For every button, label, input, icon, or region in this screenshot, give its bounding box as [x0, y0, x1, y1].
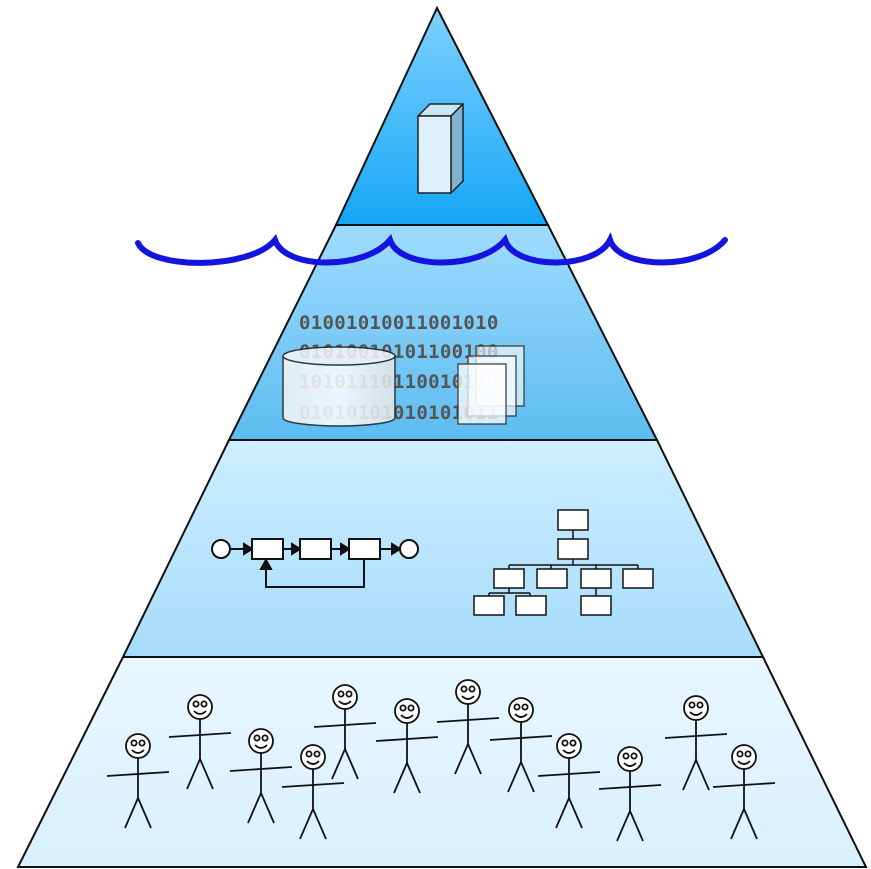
person-icon [537, 733, 601, 829]
person-icon [229, 728, 293, 824]
person-icon [664, 695, 728, 791]
waterline [135, 232, 728, 266]
server-icon [417, 103, 464, 194]
binary-row: 01001010011001010 [299, 312, 499, 334]
person-icon [712, 744, 776, 840]
person-icon [281, 744, 345, 840]
person-icon [436, 679, 500, 775]
process-flow-icon [211, 538, 419, 588]
person-icon [168, 694, 232, 790]
person-icon [598, 746, 662, 842]
org-chart-icon [473, 509, 654, 616]
documents-icon [457, 345, 525, 425]
people-group [106, 679, 776, 842]
person-icon [375, 698, 439, 794]
database-icon [282, 346, 396, 427]
person-icon [489, 697, 553, 793]
person-icon [106, 733, 170, 829]
pyramid-layer-people [16, 656, 868, 868]
person-icon [313, 684, 377, 780]
